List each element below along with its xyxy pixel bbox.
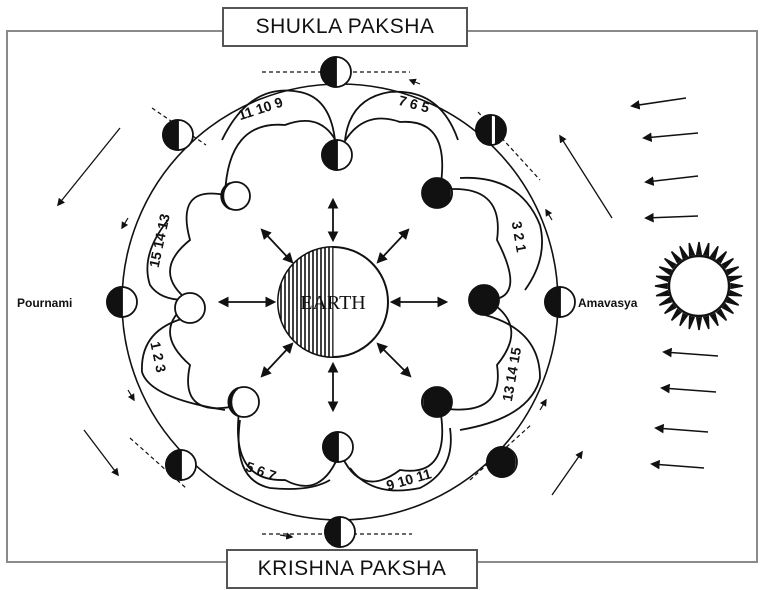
sun-ray — [697, 318, 701, 330]
sun-ray — [656, 291, 668, 296]
sun-ray — [731, 284, 743, 288]
sun-ray — [689, 317, 694, 329]
tithi-right-lower: 13 14 15 — [499, 346, 524, 403]
sun-ray — [655, 284, 667, 288]
sun-ray — [689, 243, 694, 255]
earth: EARTH — [278, 247, 388, 357]
moon-outer-bottom — [325, 517, 355, 547]
moon-outer-left — [107, 287, 137, 317]
moon-inner-left — [175, 293, 205, 323]
tithi-top-left: 11 10 9 — [236, 94, 285, 123]
sun-ray — [727, 267, 739, 274]
sun-ray — [717, 252, 726, 263]
shukla-paksha-banner: SHUKLA PAKSHA — [222, 7, 468, 47]
moon-outer-top-left — [163, 120, 193, 150]
sun-icon — [655, 242, 743, 330]
sun-ray — [711, 314, 718, 326]
moon-outer-top — [321, 57, 351, 87]
moon-inner-bottom — [323, 432, 353, 462]
sun-ray — [656, 276, 668, 281]
moon-outer-top-right — [476, 115, 506, 145]
tithi-bottom-left: 5 6 7 — [244, 458, 279, 484]
sun-ray — [711, 246, 718, 258]
tithi-left-lower: 1 2 3 — [147, 340, 169, 374]
moon-outer-right — [545, 287, 575, 317]
sun-ray — [659, 267, 671, 274]
tithi-left-upper: 15 14 13 — [146, 212, 173, 269]
moon-inner-bottom-right — [422, 387, 452, 417]
moon-inner-top-right — [422, 178, 452, 208]
sun-ray — [697, 242, 701, 254]
moon-inner-right — [469, 285, 499, 315]
sun-ray — [680, 246, 687, 258]
sun-ray — [672, 252, 681, 263]
sun-ray — [717, 310, 726, 321]
moon-outer-bottom-left — [166, 450, 196, 480]
sun-ray — [704, 317, 709, 329]
tithi-top-right: 7 6 5 — [397, 92, 431, 116]
tithi-right-upper: 3 2 1 — [509, 220, 530, 254]
sun-ray — [704, 243, 709, 255]
sun-ray — [680, 314, 687, 326]
earth-label: EARTH — [300, 292, 365, 314]
sun-ray — [665, 259, 676, 268]
moon-inner-top — [322, 140, 352, 170]
sun-ray — [723, 259, 734, 268]
label-amavasya: Amavasya — [578, 296, 638, 310]
sun-ray — [730, 276, 742, 281]
label-pournami: Pournami — [17, 296, 72, 310]
sun-ray — [665, 304, 676, 313]
sun-ray — [730, 291, 742, 296]
sun-ray — [659, 298, 671, 305]
sun-ray — [723, 304, 734, 313]
sun-ray — [672, 310, 681, 321]
moon-inner-bottom-left — [228, 387, 259, 417]
sun-ray — [727, 298, 739, 305]
krishna-paksha-banner: KRISHNA PAKSHA — [226, 549, 478, 589]
moon-outer-bottom-right — [487, 447, 517, 477]
moon-inner-top-left — [221, 182, 250, 210]
